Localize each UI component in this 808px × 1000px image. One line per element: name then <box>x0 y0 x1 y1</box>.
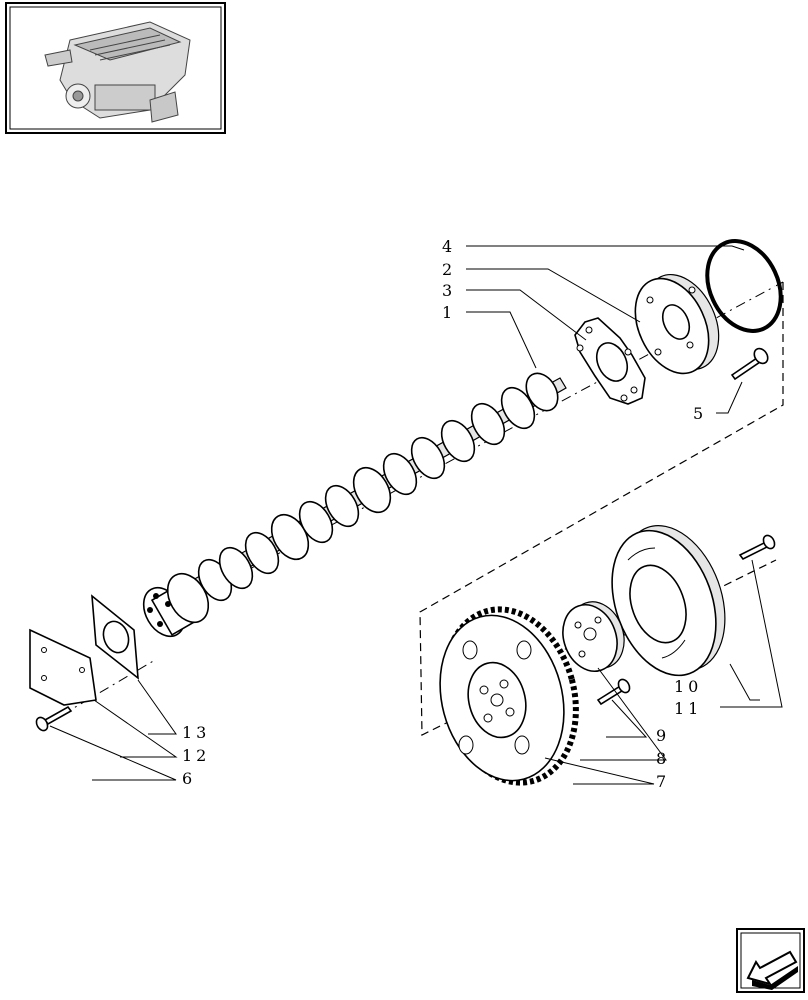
hub-bolt <box>596 678 631 706</box>
part-label-3: 3 <box>442 281 456 300</box>
rear-plate <box>91 594 139 680</box>
part-label-1: 1 <box>442 303 456 322</box>
flange-cover <box>634 273 720 375</box>
gear-bolt <box>738 534 776 561</box>
part-label-4: 4 <box>442 237 456 256</box>
gear-back-plate <box>611 525 726 677</box>
part-label-9: 9 <box>656 726 670 745</box>
rear-cover-plate <box>29 628 97 706</box>
camshaft <box>142 372 567 638</box>
part-label-7: 7 <box>656 772 670 791</box>
gear-hub <box>562 601 625 672</box>
engine-thumbnail-icon[interactable] <box>5 2 226 134</box>
leader-lines <box>49 245 783 785</box>
part-label-12: 12 <box>182 746 210 765</box>
part-label-8: 8 <box>656 749 670 768</box>
gasket <box>574 317 646 405</box>
flange-bolt <box>730 347 769 381</box>
part-label-5: 5 <box>693 404 707 423</box>
part-label-10: 10 <box>674 677 702 696</box>
part-label-6: 6 <box>182 769 196 788</box>
part-label-13: 13 <box>182 723 210 742</box>
part-label-2: 2 <box>442 260 456 279</box>
part-label-11: 11 <box>674 699 702 718</box>
rear-bolt <box>35 705 73 732</box>
next-page-arrow-icon[interactable] <box>736 928 805 993</box>
timing-gear <box>439 606 579 786</box>
rear-plate-axis <box>61 659 156 716</box>
o-ring <box>705 239 783 333</box>
